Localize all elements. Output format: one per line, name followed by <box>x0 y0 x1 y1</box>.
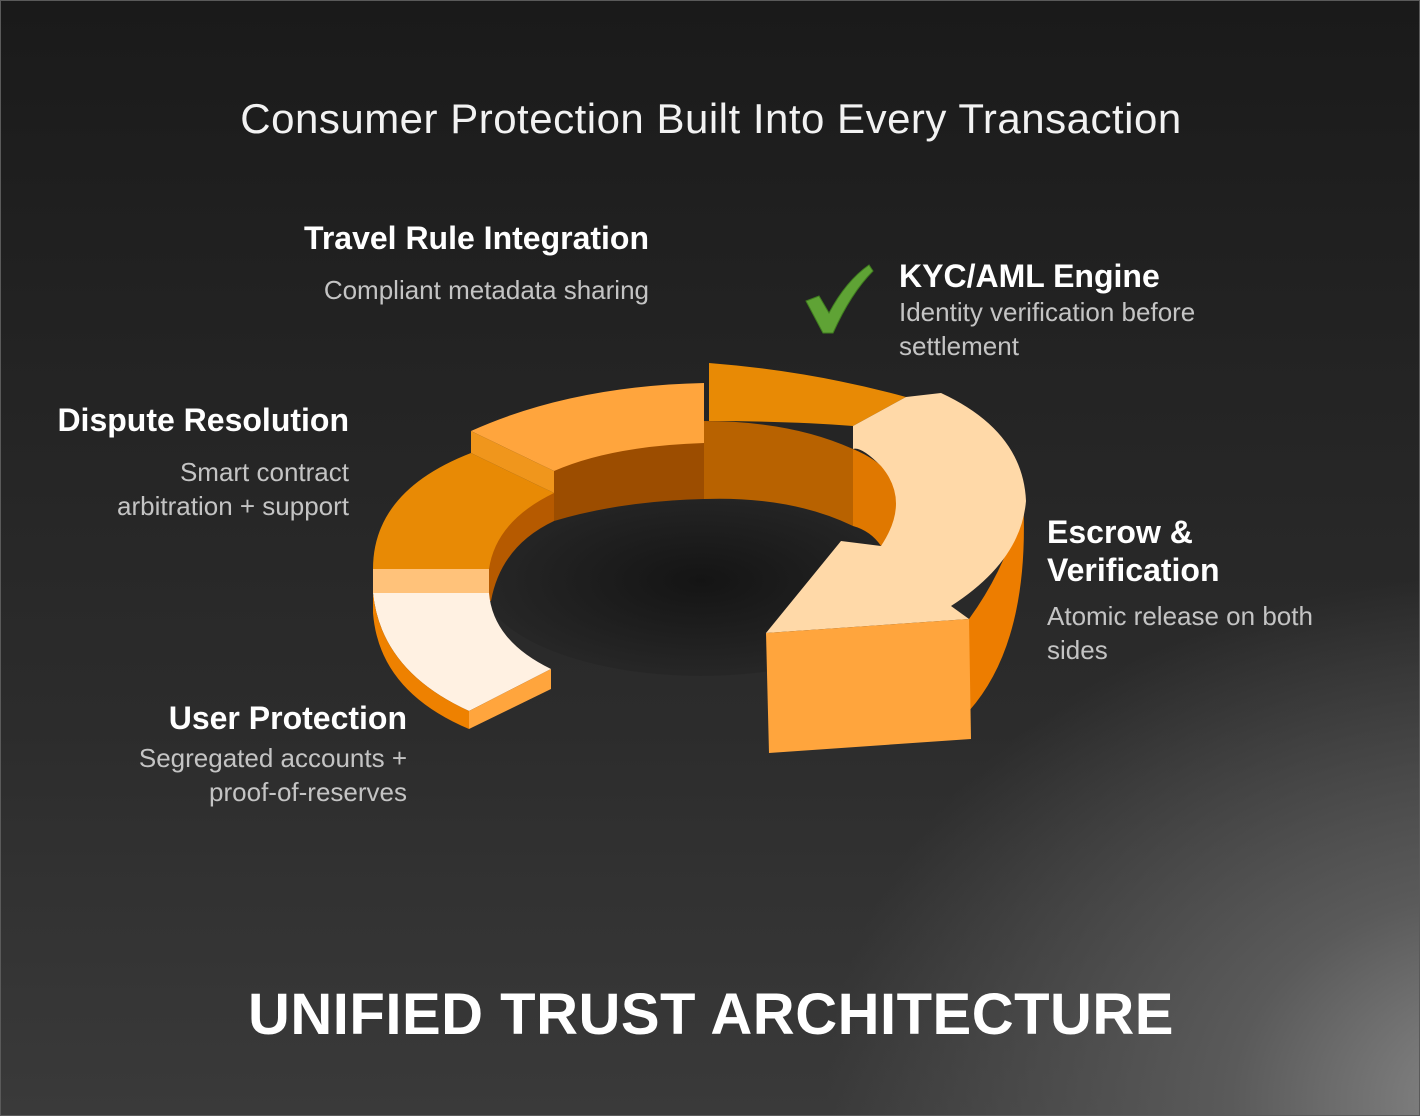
label-dispute-title: Dispute Resolution <box>57 402 349 438</box>
label-escrow-desc: Atomic release on both sides <box>1047 601 1313 665</box>
segment-user-end <box>469 669 551 729</box>
segment-escrow-front <box>766 619 971 753</box>
label-travel-rule-title: Travel Rule Integration <box>304 220 649 256</box>
ring-inner-wall-backright <box>704 421 853 526</box>
ring-inner-wall-right <box>853 449 906 546</box>
label-kyc-aml-title: KYC/AML Engine <box>899 258 1160 294</box>
label-user-protection-title: User Protection <box>168 700 407 736</box>
segment-travel-top <box>471 383 704 471</box>
label-dispute: Dispute Resolution Smart contract arbitr… <box>41 401 349 523</box>
label-kyc-aml: KYC/AML Engine Identity verification bef… <box>899 257 1259 363</box>
segment-user-side <box>373 593 469 729</box>
main-title: UNIFIED TRUST ARCHITECTURE <box>248 982 1174 1047</box>
checkmark-icon <box>805 264 874 334</box>
label-user-protection-desc: Segregated accounts + proof-of-reserves <box>138 743 407 807</box>
label-travel-rule-desc: Compliant metadata sharing <box>323 275 649 305</box>
label-escrow-title: Escrow & Verification <box>1047 514 1220 588</box>
label-user-protection: User Protection Segregated accounts + pr… <box>101 699 407 809</box>
label-escrow: Escrow & Verification Atomic release on … <box>1047 513 1347 667</box>
segment-kyc-top <box>709 363 906 426</box>
segment-escrow-side <box>969 496 1024 711</box>
label-dispute-desc: Smart contract arbitration + support <box>117 457 349 521</box>
segment-user-top <box>373 593 551 711</box>
subtitle: Consumer Protection Built Into Every Tra… <box>240 95 1182 142</box>
label-travel-rule: Travel Rule Integration Compliant metada… <box>201 219 649 307</box>
segment-travel-side <box>471 431 554 493</box>
ring-inner-wall-backleft <box>554 441 704 521</box>
segment-escrow-arrow <box>766 393 1026 633</box>
segment-dispute-gap <box>373 569 489 593</box>
label-kyc-aml-desc: Identity verification before settlement <box>899 297 1196 361</box>
segment-dispute-top <box>373 453 554 569</box>
